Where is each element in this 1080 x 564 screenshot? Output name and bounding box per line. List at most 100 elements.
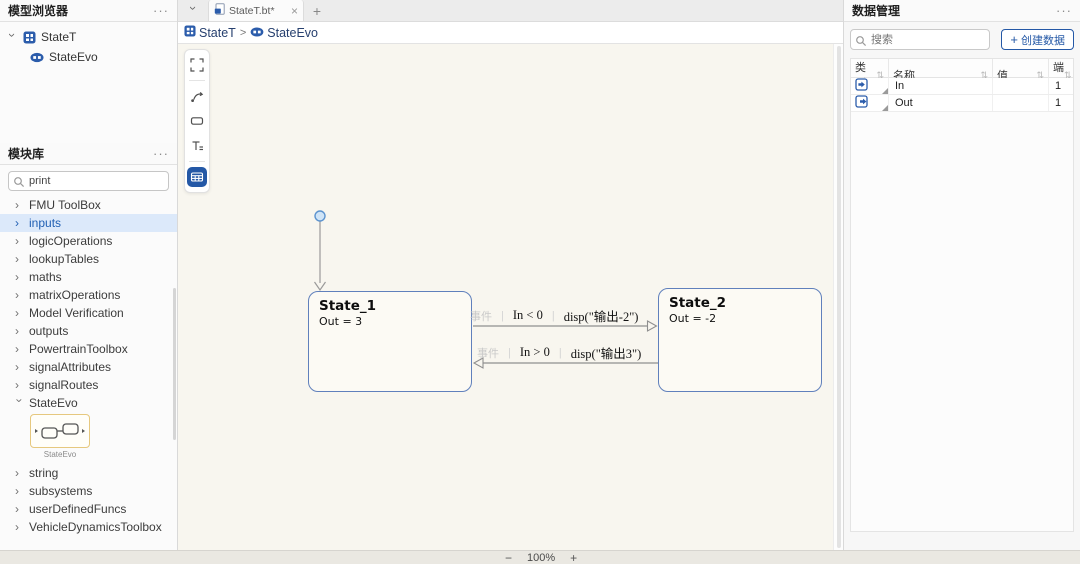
diagram-canvas[interactable]: State_1 Out = 3 State_2 Out = -2 事件 | In… [178, 44, 843, 550]
library-item-lookuptables[interactable]: ›lookupTables [0, 250, 177, 268]
data-table-view-button[interactable] [187, 167, 207, 187]
library-item-vehicledynamicstoolbox[interactable]: ›VehicleDynamicsToolbox [0, 518, 177, 536]
tree-item-stateevo[interactable]: StateEvo [0, 47, 177, 67]
stateevo-block-thumbnail[interactable] [30, 414, 90, 448]
tab-title: StateT.bt* [229, 4, 275, 17]
tree-item-label: StateT [41, 30, 77, 44]
data-search-input[interactable] [850, 29, 991, 50]
library-item-label: inputs [29, 216, 62, 230]
sort-icon[interactable]: ⇅ [876, 69, 884, 80]
transition-label-2[interactable]: 事件 | In > 0 | disp("输出3") [477, 344, 641, 361]
state-node-state-1[interactable]: State_1 Out = 3 [308, 291, 472, 392]
library-item-label: PowertrainToolbox [29, 342, 128, 356]
data-table: 类型 ⇅ 名称 ⇅ 值 ⇅ 端口 ⇅ In [850, 58, 1074, 532]
data-management-panel: 数据管理 ··· + 创建数据 类型 ⇅ 名称 ⇅ 值 ⇅ [843, 0, 1080, 550]
transition-action: disp("输出-2") [563, 310, 639, 324]
tab-list-dropdown[interactable]: › [178, 0, 208, 21]
library-item-model-verification[interactable]: ›Model Verification [0, 304, 177, 322]
port-cell[interactable]: 1 [1055, 80, 1062, 92]
library-search-input[interactable] [8, 171, 169, 191]
tab-statet[interactable]: StateT.bt* × [208, 0, 304, 21]
data-panel-menu-icon[interactable]: ··· [1056, 2, 1072, 18]
breadcrumb-item-statet[interactable]: StateT [184, 25, 236, 40]
label-separator: | [501, 309, 504, 322]
model-browser-header: 模型浏览器 ··· [0, 0, 177, 22]
annotation-tool-button[interactable] [187, 136, 207, 156]
type-cell[interactable] [851, 95, 889, 111]
library-title: 模块库 [8, 147, 45, 161]
create-data-button[interactable]: + 创建数据 [1001, 29, 1074, 50]
library-item-stateevo[interactable]: ›StateEvo [0, 394, 177, 412]
library-item-userdefinedfuncs[interactable]: ›userDefinedFuncs [0, 500, 177, 518]
name-cell[interactable]: Out [889, 95, 993, 111]
breadcrumb-label: StateT [199, 25, 236, 40]
statechart-icon [250, 26, 264, 40]
library-header: 模块库 ··· [0, 143, 177, 165]
new-tab-button[interactable]: + [312, 2, 322, 19]
library-item-fmu-toolbox[interactable]: ›FMU ToolBox [0, 196, 177, 214]
library-item-label: subsystems [29, 484, 93, 498]
zoom-out-button[interactable]: − [505, 550, 513, 564]
library-menu-icon[interactable]: ··· [153, 145, 169, 161]
breadcrumb-item-stateevo[interactable]: StateEvo [250, 26, 318, 40]
tree-item-label: StateEvo [49, 50, 98, 64]
breadcrumb-label: StateEvo [267, 25, 318, 40]
sidebar-scrollbar[interactable] [173, 288, 176, 440]
state-name: State_2 [669, 295, 727, 311]
chevron-down-icon: › [12, 398, 27, 403]
data-row-in[interactable]: In 1 [851, 78, 1073, 95]
transition-tool-button[interactable] [187, 86, 207, 106]
type-dropdown-handle[interactable] [882, 88, 888, 94]
library-item-powertraintoolbox[interactable]: ›PowertrainToolbox [0, 340, 177, 358]
tree-item-statet[interactable]: › StateT [0, 27, 177, 47]
search-icon [855, 34, 867, 52]
zoom-in-button[interactable]: + [570, 550, 578, 564]
library-item-matrixoperations[interactable]: ›matrixOperations [0, 286, 177, 304]
type-dropdown-handle[interactable] [882, 105, 888, 111]
state-action: Out = -2 [669, 312, 717, 325]
library-item-label: lookupTables [29, 252, 100, 266]
output-port-icon [855, 95, 868, 111]
library-item-inputs[interactable]: › inputs [0, 214, 177, 232]
sort-icon[interactable]: ⇅ [980, 69, 988, 80]
transition-event-placeholder: 事件 [470, 310, 492, 323]
state-tool-button[interactable] [187, 111, 207, 131]
library-item-subsystems[interactable]: ›subsystems [0, 482, 177, 500]
value-cell[interactable] [993, 78, 1049, 94]
canvas-scrollbar[interactable] [833, 44, 843, 550]
library-item-label: logicOperations [29, 234, 113, 248]
search-icon [13, 175, 25, 193]
create-data-label: 创建数据 [1021, 34, 1065, 47]
data-table-header-row: 类型 ⇅ 名称 ⇅ 值 ⇅ 端口 ⇅ [851, 59, 1073, 91]
library-item-label: FMU ToolBox [29, 198, 101, 212]
library-item-outputs[interactable]: ›outputs [0, 322, 177, 340]
library-item-label: matrixOperations [29, 288, 121, 302]
column-header-value[interactable]: 值 ⇅ [993, 59, 1049, 91]
value-cell[interactable] [993, 95, 1049, 111]
library-item-signalroutes[interactable]: ›signalRoutes [0, 376, 177, 394]
library-item-signalattributes[interactable]: ›signalAttributes [0, 358, 177, 376]
sort-icon[interactable]: ⇅ [1036, 69, 1044, 80]
type-cell[interactable] [851, 78, 889, 94]
stateevo-block-label: StateEvo [43, 450, 77, 459]
statechart-icon [30, 50, 44, 64]
state-name: State_1 [319, 298, 377, 314]
state-node-state-2[interactable]: State_2 Out = -2 [658, 288, 822, 392]
data-row-out[interactable]: Out 1 [851, 95, 1073, 112]
name-cell[interactable]: In [889, 78, 993, 94]
port-cell[interactable]: 1 [1055, 97, 1062, 109]
model-icon [22, 30, 36, 44]
canvas-scrollbar-thumb[interactable] [837, 46, 841, 548]
chevron-right-icon: › [15, 216, 19, 230]
library-item-maths[interactable]: ›maths [0, 268, 177, 286]
close-icon[interactable]: × [290, 3, 298, 18]
library-item-logicoperations[interactable]: ›logicOperations [0, 232, 177, 250]
sort-icon[interactable]: ⇅ [1064, 69, 1072, 80]
data-panel-title: 数据管理 [852, 4, 901, 18]
fit-view-button[interactable] [187, 55, 207, 75]
chevron-down-icon[interactable]: › [5, 32, 20, 37]
model-browser-menu-icon[interactable]: ··· [153, 2, 169, 18]
library-item-string[interactable]: ›string [0, 464, 177, 482]
transition-label-1[interactable]: 事件 | In < 0 | disp("输出-2") [470, 307, 638, 324]
model-browser-title: 模型浏览器 [8, 4, 69, 18]
